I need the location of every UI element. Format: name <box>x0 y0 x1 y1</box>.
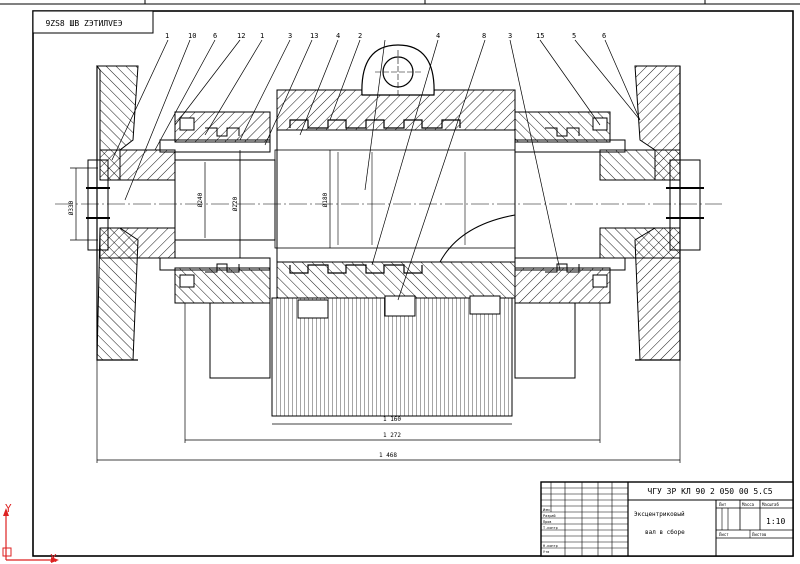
leader-label: 4 <box>436 32 440 40</box>
title-row-label: Пров <box>543 520 551 524</box>
leader-label: 15 <box>536 32 544 40</box>
leader-label: 4 <box>336 32 340 40</box>
leader-label: 1 <box>165 32 169 40</box>
stamp-box: 9ZS8 ШВ ZЭТИЛVЕЭ <box>32 10 154 34</box>
stamp-code: 9ZS8 ШВ ZЭТИЛVЕЭ <box>45 19 122 28</box>
title-block: ЧГУ ЗР КЛ 90 2 050 00 5.С5 Эксцентриковы… <box>540 481 794 557</box>
leader-label: 10 <box>188 32 196 40</box>
lower-sprocket <box>209 295 576 417</box>
dimension-lines <box>70 150 681 463</box>
title-col-mass: Масса <box>742 502 755 507</box>
dim-label: Ø180 <box>322 192 329 207</box>
dim-label: Ø330 <box>68 200 75 215</box>
ucs-axis-icon: Y X <box>2 502 59 564</box>
dim-label: 1 468 <box>379 452 397 459</box>
dim-label: Ø240 <box>197 192 204 207</box>
right-wheel <box>599 65 704 361</box>
drawing-frame <box>32 10 794 557</box>
title-row-label: Изм <box>543 508 550 512</box>
dimension-labels: 1 468 1 272 1 160 Ø330 Ø240 Ø220 Ø180 <box>68 192 401 459</box>
title-name-line2: вал в сборе <box>645 529 685 536</box>
title-sheet: Лист <box>719 532 729 537</box>
left-wheel <box>86 65 176 361</box>
right-bearing <box>514 111 626 304</box>
title-col-lit: Лит <box>719 502 727 507</box>
leader-lines <box>111 39 641 301</box>
leader-label: 3 <box>288 32 292 40</box>
leader-label: 6 <box>602 32 606 40</box>
shaft <box>174 149 516 258</box>
title-scale: 1:10 <box>766 517 785 526</box>
leader-label: 12 <box>237 32 245 40</box>
title-row-label: Н.контр <box>543 544 558 548</box>
eccentric-body <box>276 44 516 299</box>
title-sheets: Листов <box>752 532 766 537</box>
title-col-scale: Масштаб <box>762 502 779 507</box>
leader-label: 5 <box>572 32 576 40</box>
title-designation: ЧГУ ЗР КЛ 90 2 050 00 5.С5 <box>647 487 772 496</box>
header-strip <box>0 0 800 5</box>
title-name-line1: Эксцентриковый <box>634 511 685 518</box>
leader-label: 2 <box>358 32 362 40</box>
leader-label: 6 <box>213 32 217 40</box>
dim-label: Ø220 <box>232 196 239 211</box>
title-row-label: Разраб <box>543 513 556 518</box>
leader-label: 1 <box>260 32 264 40</box>
title-row-label: Т.контр <box>543 526 558 530</box>
axis-x-label: X <box>50 552 57 564</box>
leader-label: 3 <box>508 32 512 40</box>
left-bearing <box>159 111 271 304</box>
leader-labels: 1 10 6 12 1 3 13 4 2 4 8 3 15 5 6 <box>165 32 606 40</box>
axis-y-label: Y <box>5 502 12 515</box>
leader-label: 8 <box>482 32 486 40</box>
title-row-label: Утв <box>543 550 549 554</box>
dim-label: 1 160 <box>383 416 401 423</box>
dim-label: 1 272 <box>383 432 401 439</box>
leader-label: 13 <box>310 32 318 40</box>
